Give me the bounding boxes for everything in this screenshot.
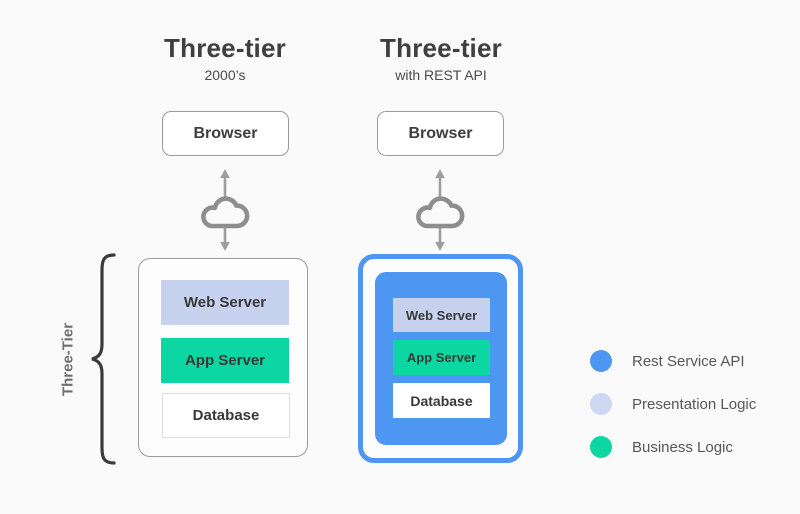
right-tier-web-server: Web Server	[393, 298, 490, 332]
rest-api-container: Web Server App Server Database	[358, 254, 523, 463]
rest-api-inner-panel: Web Server App Server Database	[375, 272, 507, 445]
left-cloud-network-icon	[201, 169, 250, 251]
left-title: Three-tier	[164, 33, 286, 63]
right-subtitle: with REST API	[395, 67, 487, 83]
brace-label: Three-Tier	[59, 322, 77, 397]
right-title: Three-tier	[380, 33, 502, 63]
legend-item-rest-service-api: Rest Service API	[590, 350, 756, 372]
lavender-circle-icon	[590, 393, 612, 415]
tier-label: Web Server	[405, 307, 478, 323]
legend-label: Rest Service API	[632, 352, 745, 370]
left-browser-label: Browser	[193, 124, 258, 142]
right-browser-box: Browser	[377, 111, 504, 156]
cloud-icon	[416, 196, 465, 229]
legend-item-presentation-logic: Presentation Logic	[590, 393, 756, 415]
legend-item-business-logic: Business Logic	[590, 436, 756, 458]
legend: Rest Service API Presentation Logic Busi…	[590, 350, 756, 458]
right-title-block: Three-tier with REST API	[341, 33, 541, 83]
left-tier-database: Database	[162, 393, 290, 438]
legend-label: Business Logic	[632, 438, 733, 456]
cloud-icon	[201, 196, 250, 229]
right-browser-label: Browser	[408, 124, 473, 142]
three-tier-brace	[91, 253, 116, 465]
right-tier-app-server: App Server	[393, 340, 490, 375]
tier-label: App Server	[184, 352, 266, 369]
left-tier-web-server: Web Server	[161, 280, 289, 325]
green-circle-icon	[590, 436, 612, 458]
tier-label: Web Server	[183, 294, 267, 311]
left-title-block: Three-tier 2000’s	[125, 33, 325, 83]
blue-circle-icon	[590, 350, 612, 372]
right-tier-database: Database	[393, 383, 490, 418]
left-tier-app-server: App Server	[161, 338, 289, 383]
tier-label: Database	[410, 392, 473, 409]
left-stack-container: Web Server App Server Database	[138, 258, 308, 457]
legend-label: Presentation Logic	[632, 395, 757, 413]
tier-label: App Server	[406, 350, 477, 365]
tier-label: Database	[192, 407, 260, 424]
left-browser-box: Browser	[162, 111, 289, 156]
right-cloud-network-icon	[416, 169, 465, 251]
left-subtitle: 2000’s	[204, 67, 246, 83]
